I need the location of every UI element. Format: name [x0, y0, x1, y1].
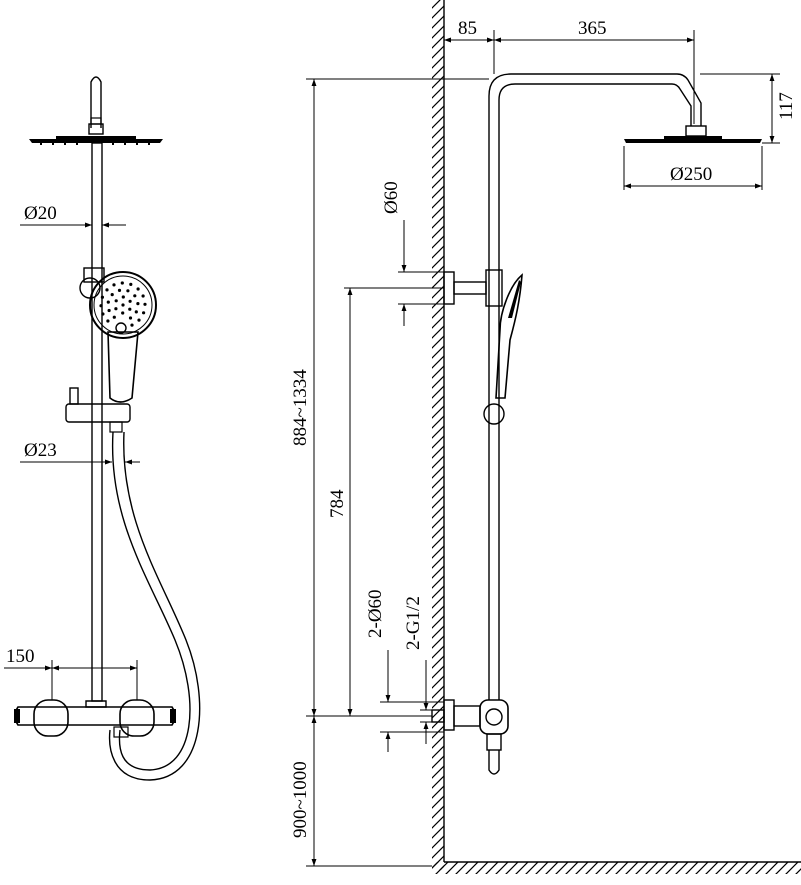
hand-shower-front	[89, 271, 157, 403]
nozzle-dot	[128, 307, 132, 311]
nozzle-dot	[99, 304, 103, 308]
nozzle-dot	[121, 295, 125, 299]
nozzle-dot	[128, 316, 133, 320]
wall-bracket-side	[443, 269, 503, 307]
dim-head-drop-label: 117	[776, 92, 797, 120]
nozzle-dot	[121, 311, 125, 315]
dim-bracket-diameter-label: Ø60	[381, 181, 402, 214]
nozzle-dot	[101, 312, 105, 316]
nozzle-dot	[117, 288, 122, 292]
nozzle-dot	[112, 315, 116, 319]
nozzle-dot	[134, 310, 138, 314]
dim-escutcheon-diameter: 2-Ø60	[365, 589, 444, 752]
rain-shower-head-front	[29, 136, 163, 145]
nozzle-dot	[100, 295, 104, 299]
nozzle-dot	[114, 307, 118, 311]
nozzle-dot	[121, 303, 125, 307]
dim-rod-diameter-label: Ø20	[24, 203, 57, 224]
dim-hose-diameter: Ø23	[20, 440, 140, 465]
mixer-valve-front	[14, 699, 176, 738]
dim-escutcheon-diameter-label: 2-Ø60	[365, 589, 386, 638]
mixer-valve-side	[431, 699, 509, 775]
dim-head-diameter: Ø250	[623, 146, 763, 190]
side-view: 85 365 117 Ø250 Ø60	[290, 0, 801, 874]
nozzle-dot	[106, 300, 110, 304]
dim-thread: 2-G1/2	[403, 596, 432, 744]
dim-bracket-height-label: 784	[327, 489, 348, 518]
dim-total-height-label: 884~1334	[290, 369, 311, 446]
dim-total-height: 884~1334	[290, 78, 489, 717]
nozzle-dot	[136, 287, 140, 291]
nozzle-dot	[141, 294, 145, 298]
dim-hose-diameter-label: Ø23	[24, 440, 57, 461]
nozzle-dot	[143, 302, 147, 306]
nozzle-dot	[120, 281, 124, 285]
nozzle-dot	[107, 308, 111, 313]
dim-rod-diameter: Ø20	[20, 203, 126, 228]
front-view: Ø20 Ø23 150	[4, 76, 201, 781]
nozzle-dot	[105, 288, 109, 292]
dim-head-drop: 117	[700, 73, 797, 144]
nozzle-dot	[126, 289, 130, 293]
nozzle-dot	[137, 318, 141, 322]
shower-column-side	[488, 73, 762, 700]
nozzle-dot	[136, 302, 140, 306]
nozzle-dot	[112, 283, 116, 287]
nozzle-dot	[128, 299, 132, 303]
nozzle-dot	[129, 282, 133, 286]
dim-head-diameter-label: Ø250	[670, 164, 712, 185]
dim-mount-height: 900~1000	[290, 716, 432, 867]
dim-arm-length-label: 365	[578, 18, 607, 39]
dim-inlet-spacing: 150	[4, 646, 138, 700]
dim-inlet-spacing-label: 150	[6, 646, 35, 667]
wall-section	[432, 0, 801, 874]
dim-wall-offset: 85	[444, 18, 495, 74]
dim-arm-length: 365	[494, 18, 695, 124]
nozzle-dot	[142, 311, 146, 315]
dim-bracket-diameter: Ø60	[381, 181, 444, 326]
nozzle-dot	[130, 323, 134, 327]
nozzle-dot	[110, 293, 114, 297]
nozzle-dot	[133, 294, 137, 298]
dim-wall-offset-label: 85	[458, 18, 477, 39]
hand-shower-side	[483, 273, 523, 425]
dim-mount-height-label: 900~1000	[290, 761, 311, 838]
dim-bracket-height: 784	[327, 287, 444, 716]
nozzle-dot	[114, 299, 118, 303]
dim-thread-label: 2-G1/2	[403, 596, 424, 650]
nozzle-dot	[106, 319, 110, 323]
